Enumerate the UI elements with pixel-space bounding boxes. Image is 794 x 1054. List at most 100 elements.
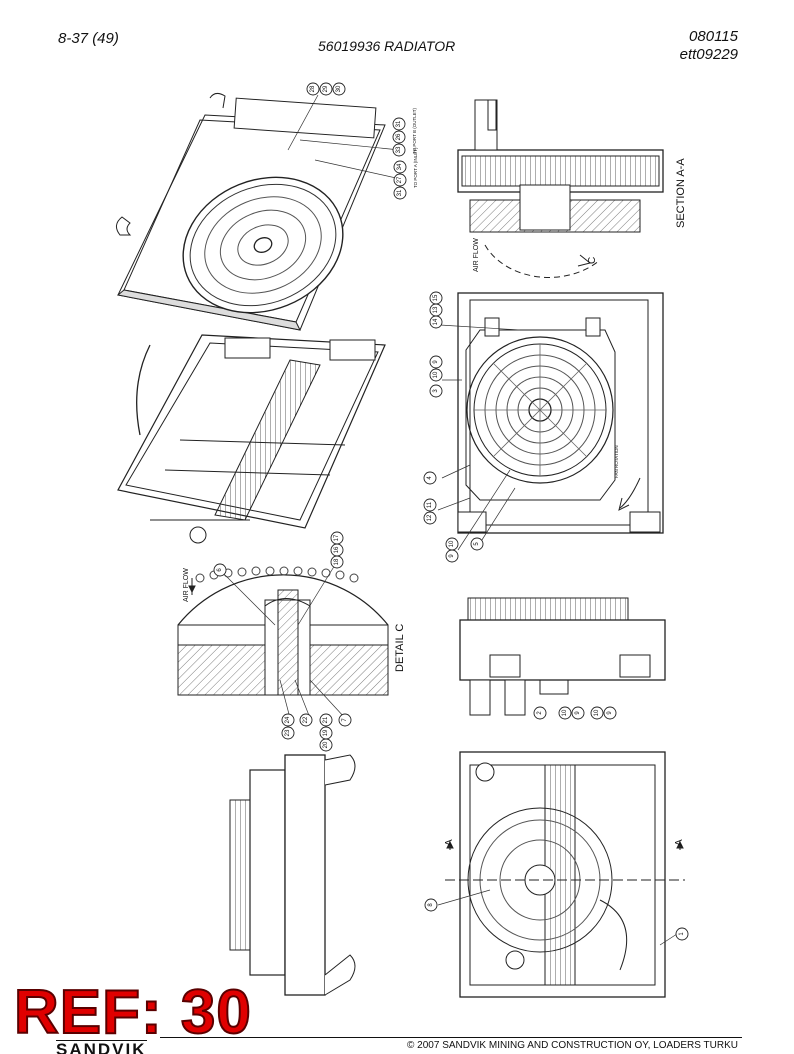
callout-detail-6: 22	[299, 713, 313, 727]
svg-text:9: 9	[607, 711, 613, 715]
callout-front-left-4: 12	[423, 511, 437, 525]
page-number: 8-37 (49)	[58, 30, 119, 47]
svg-text:31: 31	[397, 189, 403, 196]
callout-top-iso-top-0: 28	[306, 82, 320, 96]
ref-stamp: REF: 30	[13, 978, 252, 1047]
svg-text:30: 30	[336, 85, 342, 92]
svg-text:10: 10	[449, 540, 455, 547]
callout-detail-10: 7	[338, 713, 352, 727]
svg-text:9: 9	[575, 711, 581, 715]
svg-text:28: 28	[310, 85, 316, 92]
callout-front-top-2: 15	[429, 291, 443, 305]
callout-bottom-view-2: 9	[571, 706, 585, 720]
svg-text:8: 8	[428, 903, 434, 907]
callout-front-left-0: 10	[429, 368, 443, 382]
svg-text:20: 20	[323, 741, 329, 748]
footer-copyright: © 2007 SANDVIK MINING AND CONSTRUCTION O…	[407, 1040, 738, 1051]
callout-bottom-view-3: 10	[590, 706, 604, 720]
svg-text:5: 5	[474, 542, 480, 546]
callout-top-iso-side-2: 33	[392, 143, 406, 157]
callout-top-iso-side2-1: 27	[393, 173, 407, 187]
callout-front-left-2: 3	[429, 384, 443, 398]
callout-top-iso-top-2: 30	[332, 82, 346, 96]
fan-rotation-note: FAN ROTATION	[614, 445, 619, 478]
svg-text:16: 16	[334, 546, 340, 553]
side-view-left	[229, 754, 356, 996]
rear-view	[445, 751, 685, 998]
svg-text:10: 10	[433, 371, 439, 378]
svg-text:15: 15	[433, 294, 439, 301]
svg-text:17: 17	[334, 534, 340, 541]
callout-top-iso-side2-0: 31	[393, 186, 407, 200]
callout-detail-4: 23	[281, 726, 295, 740]
svg-text:23: 23	[285, 729, 291, 736]
callout-front-left-3: 4	[423, 471, 437, 485]
callout-detail-8: 20	[319, 738, 333, 752]
svg-text:2: 2	[537, 711, 543, 715]
callout-front-left-5: 11	[423, 498, 437, 512]
svg-text:6: 6	[217, 568, 223, 572]
callout-detail-3: 17	[330, 531, 344, 545]
callout-top-iso-side-0: 31	[392, 117, 406, 131]
svg-text:26: 26	[396, 133, 402, 140]
svg-text:12: 12	[427, 514, 433, 521]
callout-bottom-view-4: 9	[603, 706, 617, 720]
callout-detail-1: 18	[330, 555, 344, 569]
callout-top-iso-side-1: 26	[392, 130, 406, 144]
document-date: 080115	[689, 28, 738, 45]
svg-text:9: 9	[449, 554, 455, 558]
svg-text:21: 21	[323, 716, 329, 723]
port-a-note: TO PORT A (INLET)	[413, 147, 418, 188]
svg-text:3: 3	[433, 389, 439, 393]
svg-text:4: 4	[427, 476, 433, 480]
detail-marker: C	[587, 257, 598, 264]
callout-front-left-8: 5	[470, 537, 484, 551]
callout-bottom-view-0: 2	[533, 706, 547, 720]
callout-detail-2: 16	[330, 543, 344, 557]
section-aa-view	[457, 99, 664, 278]
callout-detail-0: 6	[213, 563, 227, 577]
svg-text:11: 11	[427, 501, 433, 508]
callout-rear-view-0: 8	[424, 898, 438, 912]
svg-text:27: 27	[397, 176, 403, 183]
iso-view-top	[116, 92, 386, 331]
svg-text:22: 22	[303, 716, 309, 723]
svg-text:10: 10	[594, 709, 600, 716]
callout-bottom-view-1: 10	[558, 706, 572, 720]
svg-text:10: 10	[562, 709, 568, 716]
callout-detail-5: 24	[281, 713, 295, 727]
svg-text:14: 14	[433, 318, 439, 325]
detail-c-label: DETAIL C	[394, 624, 406, 672]
footer-rule	[160, 1037, 742, 1038]
svg-text:9: 9	[433, 360, 439, 364]
section-marker-left: A	[444, 839, 455, 846]
document-title: 56019936 RADIATOR	[318, 38, 456, 54]
callout-detail-7: 21	[319, 713, 333, 727]
front-view	[457, 292, 664, 534]
detail-c-view	[177, 566, 389, 696]
company-logo-fragment: SANDVIK	[56, 1040, 147, 1054]
section-aa-label: SECTION A-A	[675, 158, 687, 228]
svg-text:18: 18	[334, 558, 340, 565]
svg-text:33: 33	[396, 146, 402, 153]
callout-front-top-1: 13	[429, 303, 443, 317]
callout-top-iso-top-1: 29	[319, 82, 333, 96]
svg-text:7: 7	[342, 718, 348, 722]
drawing-code: ett09229	[679, 46, 738, 63]
svg-text:13: 13	[433, 306, 439, 313]
port-b-note: TO PORT B (OUTLET)	[412, 107, 417, 154]
svg-text:29: 29	[323, 85, 329, 92]
svg-text:19: 19	[323, 729, 329, 736]
section-marker-right: A	[674, 839, 685, 846]
svg-text:1: 1	[679, 932, 685, 936]
side-view-bottom	[459, 597, 666, 716]
air-flow-label-detail: AIR FLOW	[183, 568, 190, 602]
callout-rear-view-1: 1	[675, 927, 689, 941]
callout-front-left-6: 9	[445, 549, 459, 563]
svg-text:24: 24	[285, 716, 291, 723]
callout-front-left-1: 9	[429, 355, 443, 369]
air-flow-label-top: AIR FLOW	[473, 238, 480, 272]
iso-view-middle	[117, 334, 386, 544]
